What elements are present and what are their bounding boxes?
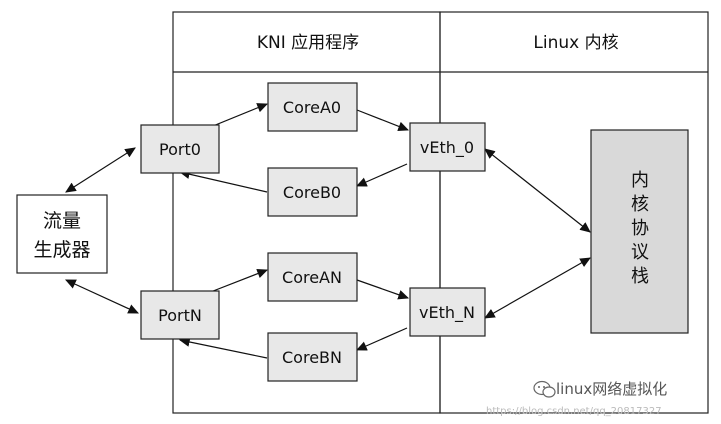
port0-label: Port0 xyxy=(159,140,201,159)
edge-coreAN-vethN xyxy=(356,279,410,300)
wechat-icon xyxy=(533,380,556,398)
coreAN-box xyxy=(267,252,358,302)
edge-gen-port0 xyxy=(65,147,136,193)
stack-char-1: 内 xyxy=(631,170,649,191)
portN-node: PortN xyxy=(140,290,220,340)
stack-char-5: 栈 xyxy=(631,266,649,287)
kernel-protocol-stack-box xyxy=(590,129,689,334)
kni-app-title: KNI 应用程序 xyxy=(257,33,359,53)
veth0-box xyxy=(409,122,486,172)
edge-port0-coreA0 xyxy=(207,103,269,129)
edge-vethN-stack xyxy=(484,257,591,319)
kernel-protocol-stack-node: 内 核 协 议 栈 xyxy=(590,129,689,334)
coreA0-label: CoreA0 xyxy=(283,98,341,117)
vethN-node: vEth_N xyxy=(409,287,486,337)
edge-coreA0-veth0 xyxy=(356,109,410,131)
coreBN-node: CoreBN xyxy=(267,332,358,382)
edge-coreB0-port0 xyxy=(178,169,268,193)
portN-box xyxy=(140,290,220,340)
edge-veth0-coreB0 xyxy=(356,163,408,187)
watermark: linux网络虚拟化 https://blog.csdn.net/qq_2081… xyxy=(486,380,667,417)
coreB0-box xyxy=(267,167,358,217)
traffic-generator-label-line1: 流量 xyxy=(43,210,81,232)
stack-char-4: 议 xyxy=(631,242,649,263)
portN-label: PortN xyxy=(158,306,202,325)
coreA0-box xyxy=(267,82,358,132)
traffic-generator-node: 流量 生成器 xyxy=(16,194,108,274)
edge-portN-coreAN xyxy=(207,269,269,294)
coreB0-node: CoreB0 xyxy=(267,167,358,217)
edge-vethN-coreBN xyxy=(356,327,408,351)
coreA0-node: CoreA0 xyxy=(267,82,358,132)
traffic-generator-box xyxy=(16,194,108,274)
veth0-label: vEth_0 xyxy=(420,138,474,158)
vethN-box xyxy=(409,287,486,337)
coreBN-label: CoreBN xyxy=(282,348,342,367)
coreBN-box xyxy=(267,332,358,382)
watermark-url: https://blog.csdn.net/qq_20817327 xyxy=(486,406,662,417)
coreB0-label: CoreB0 xyxy=(283,183,341,202)
stack-char-3: 协 xyxy=(631,218,649,239)
stack-char-2: 核 xyxy=(631,194,649,215)
linux-kernel-title: Linux 内核 xyxy=(533,33,618,53)
linux-kernel-panel xyxy=(439,11,709,414)
edge-veth0-stack xyxy=(484,148,591,233)
coreAN-label: CoreAN xyxy=(282,268,342,287)
vethN-label: vEth_N xyxy=(419,303,475,323)
coreAN-node: CoreAN xyxy=(267,252,358,302)
port0-box xyxy=(140,124,220,174)
edge-coreBN-portN xyxy=(178,337,268,359)
edges xyxy=(65,103,591,359)
watermark-brand: linux网络虚拟化 xyxy=(556,380,667,398)
traffic-generator-label-line2: 生成器 xyxy=(33,239,90,261)
edge-gen-portN xyxy=(65,279,139,314)
port0-node: Port0 xyxy=(140,124,220,174)
veth0-node: vEth_0 xyxy=(409,122,486,172)
